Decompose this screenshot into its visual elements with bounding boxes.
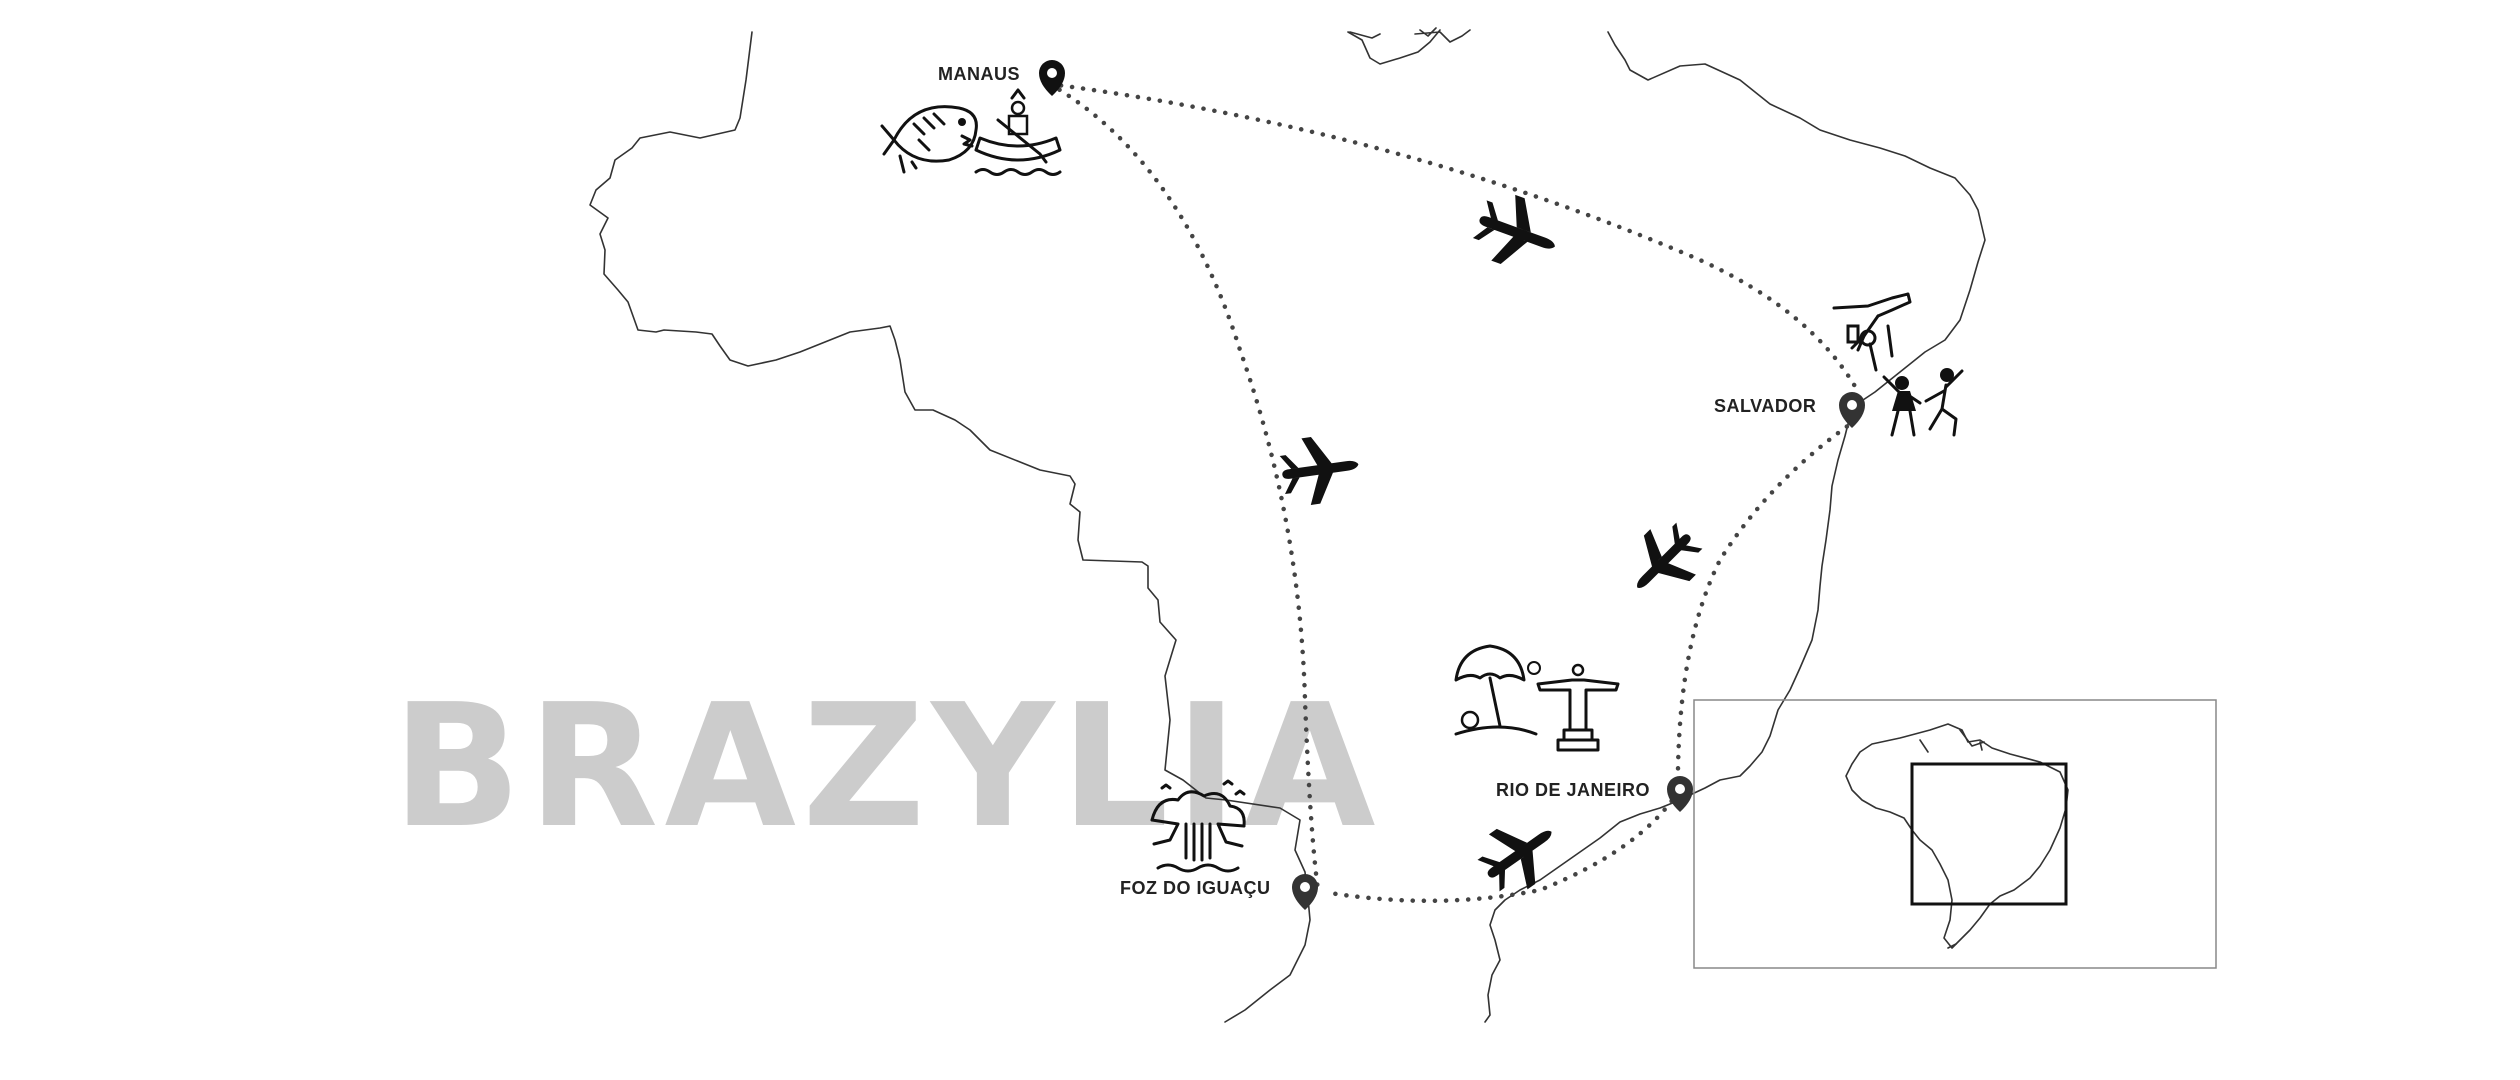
inset-locator-map [1693, 699, 2217, 969]
brazil-coastline [589, 31, 1311, 1023]
dancers-icon [1882, 368, 1964, 437]
inset-coastline-detail [1919, 729, 1985, 949]
piranha-icon [880, 105, 978, 174]
capoeira-icon [1832, 292, 1912, 372]
airplane-icon [1472, 194, 1555, 265]
christ-redeemer-icon [1536, 663, 1620, 752]
city-label-rio: RIO DE JANEIRO [1496, 780, 1650, 800]
inset-frame [1693, 699, 2217, 969]
marker-salvador[interactable] [1839, 392, 1865, 428]
route-salvador-rio [1675, 417, 1859, 773]
coast-fragment-north [1349, 29, 1471, 43]
marker-foz[interactable] [1292, 874, 1318, 910]
route-manaus-salvador [1047, 81, 1859, 391]
canoe-rower-icon [974, 88, 1062, 176]
inset-coastline [1845, 723, 2069, 949]
airplane-icon [1279, 437, 1359, 505]
marker-manaus[interactable] [1039, 60, 1065, 96]
brazil-coastline-east [1347, 27, 1986, 1023]
route-manaus-foz [1047, 81, 1321, 893]
marker-rio[interactable] [1667, 776, 1693, 812]
airplane-icon [1637, 522, 1703, 588]
city-label-salvador: SALVADOR [1714, 396, 1816, 416]
beach-umbrella-icon [1454, 644, 1541, 736]
map-title: BRAZYLIA [392, 668, 1382, 866]
city-label-foz: FOZ DO IGUAÇU [1120, 878, 1271, 898]
city-label-manaus: MANAUS [938, 64, 1020, 84]
waterfall-icon [1150, 779, 1246, 873]
inset-focus-box [1910, 762, 2068, 906]
airplane-icon [1477, 828, 1552, 892]
